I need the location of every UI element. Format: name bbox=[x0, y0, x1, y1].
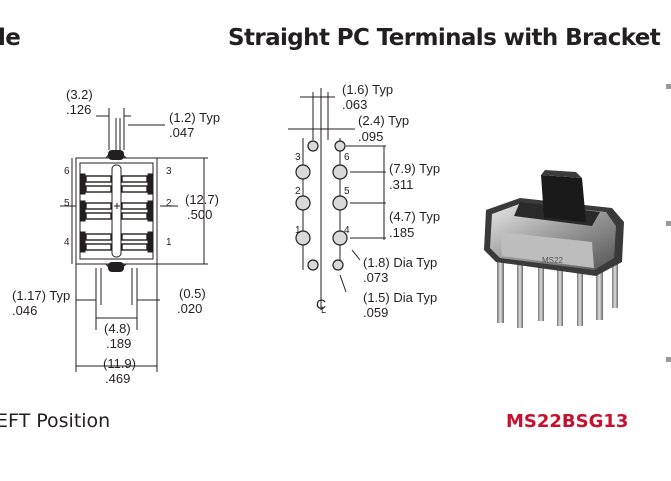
pin-label-6: 6 bbox=[64, 166, 70, 177]
pin-label-2: 2 bbox=[166, 198, 172, 209]
section-title: Straight PC Terminals with Bracket bbox=[228, 25, 661, 51]
terminal-pin-3: 3 bbox=[295, 152, 301, 163]
dim-small-hole-mm: (1.5) Dia Typ bbox=[363, 290, 438, 305]
dim-width-mm: (1.2) Typ bbox=[169, 110, 221, 125]
dim-gap-mm: (0.5) bbox=[179, 286, 206, 301]
dim-col-mm: (7.9) Typ bbox=[389, 161, 441, 176]
terminal-pin-2: 2 bbox=[295, 186, 301, 197]
dim-small-hole-in: .059 bbox=[363, 305, 389, 320]
edge-dot bbox=[666, 221, 671, 226]
dim-pitch-in: .185 bbox=[389, 225, 415, 240]
centerline-subscript: L bbox=[321, 305, 327, 315]
dim-height-in: .500 bbox=[187, 207, 213, 222]
dim-span-mm: (4.8) bbox=[104, 321, 131, 336]
dim-pitch-in: .126 bbox=[66, 102, 92, 117]
dim-bracket-in: .063 bbox=[342, 97, 368, 112]
dim-col-in: .311 bbox=[389, 177, 414, 192]
position-caption: EFT Position bbox=[0, 410, 111, 432]
section-title-fragment: le bbox=[0, 25, 21, 51]
dim-row-in: .095 bbox=[358, 129, 384, 144]
dim-pitch-mm: (4.7) Typ bbox=[389, 209, 441, 224]
terminal-pin-4: 4 bbox=[344, 225, 350, 236]
pin-label-3: 3 bbox=[166, 166, 172, 177]
dim-span-in: .189 bbox=[106, 336, 132, 351]
pin-label-5: 5 bbox=[64, 198, 70, 209]
svg-text:MS22: MS22 bbox=[542, 256, 563, 265]
edge-dot bbox=[666, 84, 671, 89]
dim-overall-in: .469 bbox=[105, 371, 131, 386]
part-number: MS22BSG13 bbox=[506, 411, 629, 432]
dim-bracket-mm: (1.6) Typ bbox=[342, 82, 394, 97]
pin-label-4: 4 bbox=[64, 237, 70, 248]
pin-label-1: 1 bbox=[166, 237, 172, 248]
dim-overall-mm: (11.9) bbox=[103, 356, 136, 371]
dim-height-mm: (12.7) bbox=[185, 192, 219, 207]
dim-gap-in: .020 bbox=[177, 301, 203, 316]
dim-width-in: .047 bbox=[169, 125, 195, 140]
terminal-pin-6: 6 bbox=[344, 152, 350, 163]
dim-hole-in: .073 bbox=[363, 270, 389, 285]
dim-row-mm: (2.4) Typ bbox=[358, 113, 410, 128]
dim-pitch-mm: (3.2) bbox=[66, 87, 93, 102]
centerline-symbol: C bbox=[316, 296, 327, 312]
terminal-pin-1: 1 bbox=[295, 225, 301, 236]
terminal-pin-5: 5 bbox=[344, 186, 350, 197]
edge-dot bbox=[666, 357, 671, 362]
dim-pad-in: .046 bbox=[12, 303, 38, 318]
dim-hole-mm: (1.8) Dia Typ bbox=[363, 255, 438, 270]
dim-pad-mm: (1.17) Typ bbox=[12, 288, 71, 303]
